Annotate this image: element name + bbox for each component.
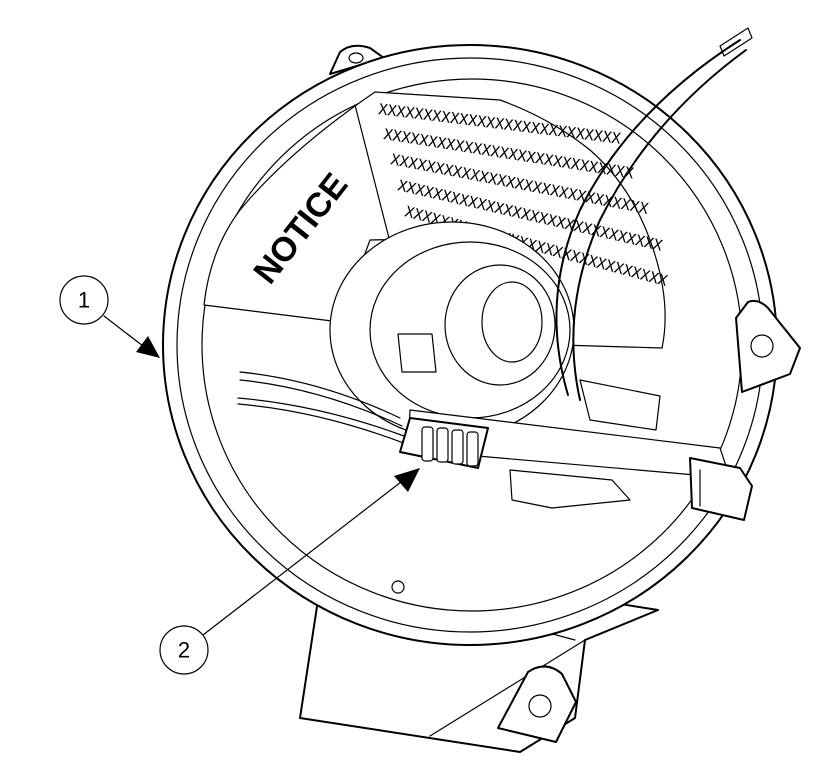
hub-bore (444, 264, 556, 386)
right-tab-hole (750, 334, 774, 358)
leader-line-2 (202, 474, 411, 636)
notice-divider (354, 104, 391, 243)
callout-2-label: 2 (178, 638, 190, 663)
lead-wire (572, 49, 747, 401)
housing-edge (574, 639, 586, 719)
lead-wire-end (719, 27, 753, 57)
arrowhead-2 (394, 468, 420, 492)
pigtail-wire (237, 397, 405, 437)
housing-diagonal (429, 639, 586, 737)
arrowhead-1 (136, 336, 160, 358)
face-small-hole (391, 580, 405, 594)
callout-2: 2 (159, 625, 209, 675)
strap-clip-right (579, 379, 661, 431)
right-connector (689, 457, 753, 521)
top-tab-hole (348, 52, 364, 64)
callout-1: 1 (59, 275, 109, 325)
top-mounting-tab (329, 44, 385, 75)
callout-1-label: 1 (78, 288, 90, 313)
connector-terminals (421, 426, 479, 467)
pigtail-wire (239, 371, 401, 419)
pigtail-wire (237, 403, 407, 445)
hub-bore-inner (481, 281, 543, 363)
hub-key (397, 333, 437, 373)
bottom-tab-hole (528, 694, 552, 718)
strap-clip (509, 469, 631, 509)
lead-wire (555, 39, 741, 396)
pigtail-wire (239, 379, 403, 427)
